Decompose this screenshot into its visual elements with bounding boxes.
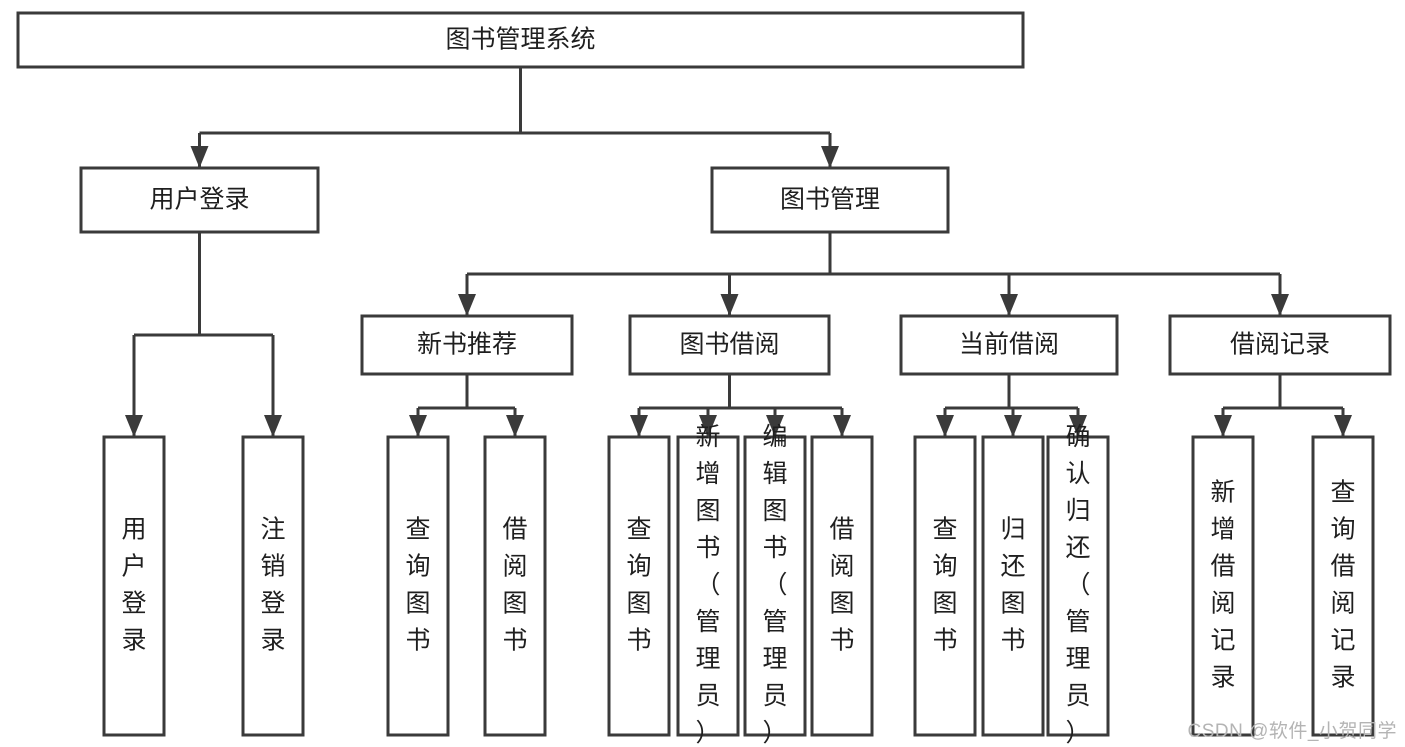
arrow-head-icon-borrow-book-1: [506, 415, 524, 437]
node-box-query-borrow-record[interactable]: [1311, 435, 1375, 737]
arrow-head-icon-return-book: [1004, 415, 1022, 437]
node-box-query-book-1[interactable]: [386, 435, 450, 737]
node-box-new-book-recommend[interactable]: [360, 314, 574, 376]
arrow-head-icon-current-borrow: [1000, 294, 1018, 316]
node-box-current-borrow[interactable]: [899, 314, 1119, 376]
node-label-add-borrow-record: 新增借阅记录: [1210, 478, 1235, 691]
node-query-book-1[interactable]: 查询图书: [386, 435, 450, 737]
node-label-current-borrow: 当前借阅: [959, 331, 1059, 359]
node-box-add-book-admin[interactable]: [676, 435, 740, 737]
node-box-return-book[interactable]: [981, 435, 1045, 737]
arrow-head-icon-query-book-3: [936, 415, 954, 437]
node-label-return-book: 归还图书: [1000, 515, 1025, 654]
node-label-root: 图书管理系统: [445, 26, 595, 54]
node-current-borrow[interactable]: 当前借阅: [899, 314, 1119, 376]
arrow-head-icon-query-borrow-record: [1334, 415, 1352, 437]
node-box-user-login[interactable]: [79, 166, 320, 234]
arrow-head-icon-confirm-return-admin: [1069, 415, 1087, 437]
node-box-edit-book-admin[interactable]: [743, 435, 807, 737]
node-label-query-book-3: 查询图书: [932, 515, 957, 654]
node-label-new-book-recommend: 新书推荐: [417, 331, 517, 359]
node-return-book[interactable]: 归还图书: [981, 435, 1045, 737]
node-box-root[interactable]: [16, 11, 1025, 69]
node-book-borrow[interactable]: 图书借阅: [628, 314, 831, 376]
node-borrow-records[interactable]: 借阅记录: [1168, 314, 1392, 376]
arrow-head-icon-user-login-do: [125, 415, 143, 437]
node-box-query-book-3[interactable]: [913, 435, 977, 737]
node-label-user-login-do: 用户登录: [121, 515, 146, 654]
node-label-book-management: 图书管理: [780, 186, 880, 214]
node-label-confirm-return-admin: 确认归还（管理员）: [1065, 423, 1090, 747]
node-box-borrow-records[interactable]: [1168, 314, 1392, 376]
node-box-confirm-return-admin[interactable]: [1046, 435, 1110, 737]
arrow-head-icon-add-book-admin: [699, 415, 717, 437]
node-label-borrow-book-1: 借阅图书: [502, 515, 527, 654]
node-root[interactable]: 图书管理系统: [16, 11, 1025, 69]
diagram-nodes-layer: 图书管理系统用户登录用户登录注销登录图书管理新书推荐查询图书借阅图书图书借阅查询…: [16, 11, 1392, 747]
node-box-add-borrow-record[interactable]: [1191, 435, 1255, 737]
node-add-borrow-record[interactable]: 新增借阅记录: [1191, 435, 1255, 737]
node-label-borrow-records: 借阅记录: [1230, 331, 1330, 359]
node-label-book-borrow: 图书借阅: [679, 331, 779, 359]
node-user-login-do[interactable]: 用户登录: [102, 435, 166, 737]
node-box-borrow-book-2[interactable]: [810, 435, 874, 737]
node-edit-book-admin[interactable]: 编辑图书（管理员）: [743, 423, 807, 747]
node-query-book-2[interactable]: 查询图书: [607, 435, 671, 737]
node-box-query-book-2[interactable]: [607, 435, 671, 737]
node-label-user-login: 用户登录: [149, 186, 249, 214]
node-label-user-logout: 注销登录: [260, 515, 285, 654]
node-add-book-admin[interactable]: 新增图书（管理员）: [676, 423, 740, 747]
arrow-head-icon-query-book-1: [409, 415, 427, 437]
arrow-head-icon-query-book-2: [630, 415, 648, 437]
node-label-query-book-1: 查询图书: [405, 515, 430, 654]
node-borrow-book-1[interactable]: 借阅图书: [483, 435, 547, 737]
connector-edges-layer: [125, 67, 1352, 437]
arrow-head-icon-book-management: [821, 146, 839, 168]
node-box-book-management[interactable]: [710, 166, 950, 234]
node-user-login[interactable]: 用户登录: [79, 166, 320, 234]
node-label-borrow-book-2: 借阅图书: [829, 515, 854, 654]
arrow-head-icon-edit-book-admin: [766, 415, 784, 437]
csdn-watermark: CSDN @软件_小贺同学: [1187, 721, 1397, 742]
node-query-book-3[interactable]: 查询图书: [913, 435, 977, 737]
arrow-head-icon-user-logout: [264, 415, 282, 437]
arrow-head-icon-borrow-book-2: [833, 415, 851, 437]
node-user-logout[interactable]: 注销登录: [241, 435, 305, 737]
arrow-head-icon-borrow-records: [1271, 294, 1289, 316]
node-box-book-borrow[interactable]: [628, 314, 831, 376]
node-new-book-recommend[interactable]: 新书推荐: [360, 314, 574, 376]
node-label-query-book-2: 查询图书: [626, 515, 651, 654]
arrow-head-icon-book-borrow: [720, 294, 739, 316]
node-box-user-login-do[interactable]: [102, 435, 166, 737]
arrow-head-icon-user-login: [190, 146, 209, 168]
node-book-management[interactable]: 图书管理: [710, 166, 950, 234]
arrow-head-icon-new-book-recommend: [458, 294, 476, 316]
node-label-add-book-admin: 新增图书（管理员）: [695, 423, 720, 747]
node-borrow-book-2[interactable]: 借阅图书: [810, 435, 874, 737]
node-box-borrow-book-1[interactable]: [483, 435, 547, 737]
node-query-borrow-record[interactable]: 查询借阅记录: [1311, 435, 1375, 737]
node-box-user-logout[interactable]: [241, 435, 305, 737]
node-confirm-return-admin[interactable]: 确认归还（管理员）: [1046, 423, 1110, 747]
arrow-head-icon-add-borrow-record: [1214, 415, 1232, 437]
node-label-query-borrow-record: 查询借阅记录: [1330, 478, 1355, 691]
node-label-edit-book-admin: 编辑图书（管理员）: [762, 423, 787, 747]
